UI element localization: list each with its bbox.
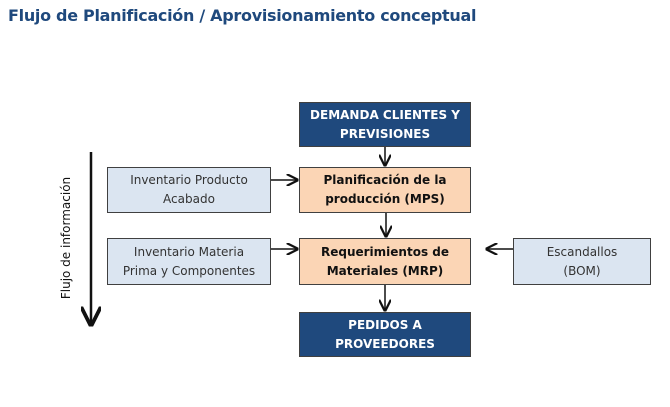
node-label: Requerimientos de Materiales (MRP) xyxy=(320,244,449,278)
node-pedidos: PEDIDOS A PROVEEDORES xyxy=(299,312,471,357)
page-title: Flujo de Planificación / Aprovisionamien… xyxy=(8,6,477,25)
node-mps: Planificación de la producción (MPS) xyxy=(299,167,471,213)
node-escandallos: Escandallos (BOM) xyxy=(513,238,651,285)
node-label: Planificación de la producción (MPS) xyxy=(323,173,447,206)
node-label: PEDIDOS A PROVEEDORES xyxy=(335,317,435,351)
node-demanda: DEMANDA CLIENTES Y PREVISIONES xyxy=(299,102,471,147)
node-label: Inventario Materia Prima y Componentes xyxy=(122,244,256,278)
node-label: Escandallos (BOM) xyxy=(546,244,618,278)
node-mrp: Requerimientos de Materiales (MRP) xyxy=(299,238,471,285)
node-label: DEMANDA CLIENTES Y PREVISIONES xyxy=(310,107,460,141)
node-inventario-producto: Inventario Producto Acabado xyxy=(107,167,271,213)
information-flow-label: Flujo de información xyxy=(59,176,73,300)
node-label: Inventario Producto Acabado xyxy=(130,173,248,206)
node-inventario-materia: Inventario Materia Prima y Componentes xyxy=(107,238,271,285)
